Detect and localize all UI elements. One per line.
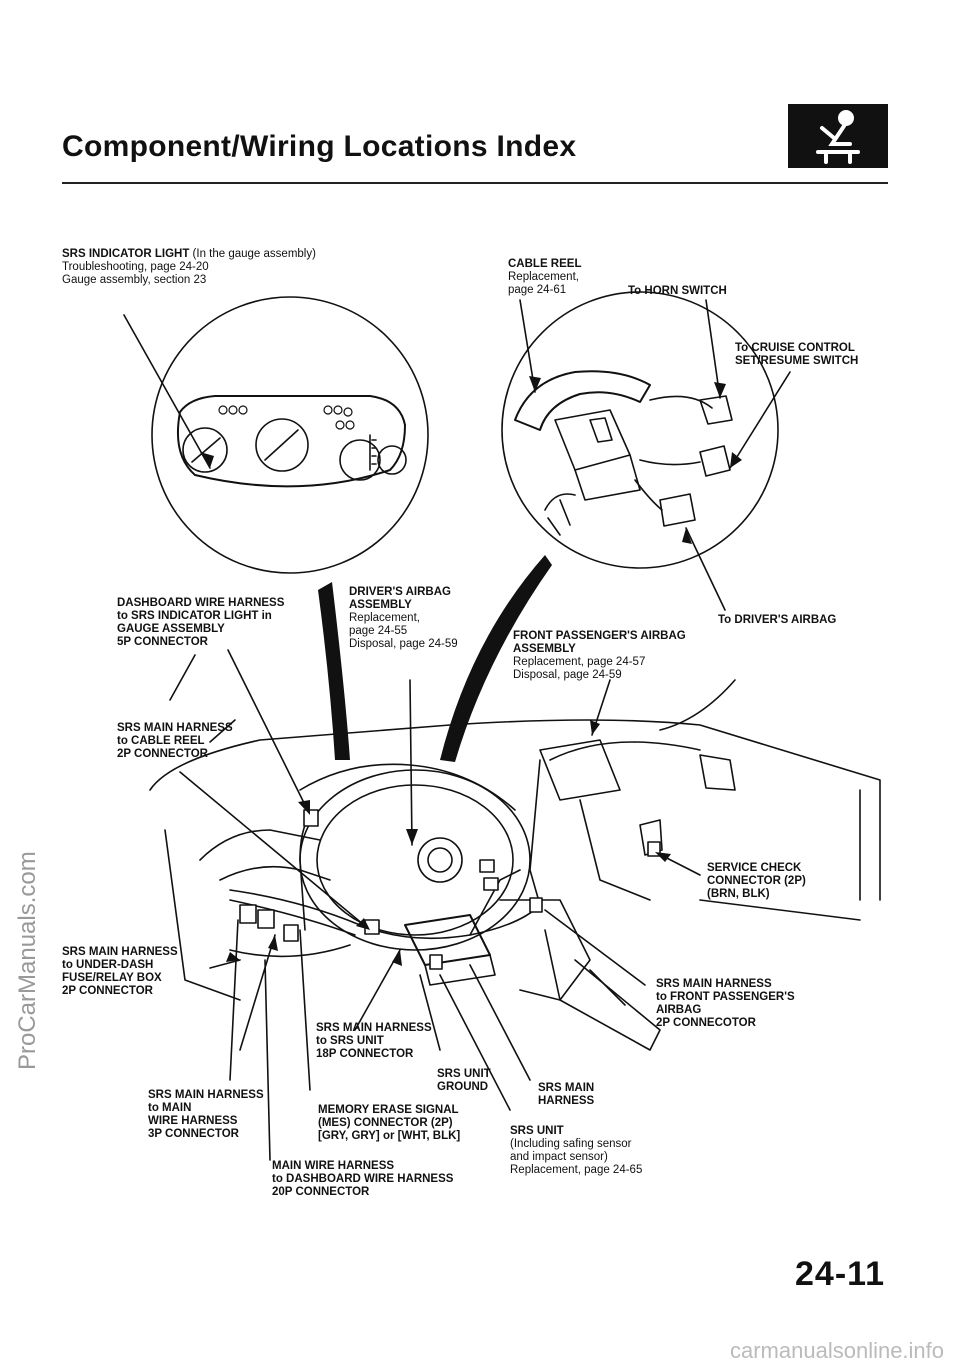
label-line: SRS MAIN HARNESS bbox=[62, 946, 178, 958]
label-line: To HORN SWITCH bbox=[628, 285, 727, 297]
label-line: SRS MAIN HARNESS bbox=[117, 722, 233, 734]
label-line: to SRS UNIT bbox=[316, 1035, 384, 1047]
label-srs-unit-18p: SRS MAIN HARNESS to SRS UNIT 18P CONNECT… bbox=[316, 1022, 432, 1061]
label-line: 2P CONNECTOR bbox=[117, 748, 208, 760]
label-line: Gauge assembly, section 23 bbox=[62, 274, 207, 286]
label-line: to DASHBOARD WIRE HARNESS bbox=[272, 1173, 454, 1185]
label-line: ASSEMBLY bbox=[349, 599, 412, 611]
label-cable-reel-connector: SRS MAIN HARNESS to CABLE REEL 2P CONNEC… bbox=[117, 722, 233, 761]
label-to-drivers-airbag: To DRIVER'S AIRBAG bbox=[718, 614, 836, 627]
title-rule bbox=[62, 182, 888, 184]
label-line: to FRONT PASSENGER'S bbox=[656, 991, 795, 1003]
page-title: Component/Wiring Locations Index bbox=[62, 130, 577, 163]
label-line: To DRIVER'S AIRBAG bbox=[718, 614, 837, 626]
label-line: GROUND bbox=[437, 1081, 489, 1093]
label-line: to MAIN bbox=[148, 1102, 192, 1114]
label-line: and impact sensor) bbox=[510, 1151, 608, 1163]
srs-logo-icon bbox=[788, 104, 888, 168]
label-line: Disposal, page 24-59 bbox=[513, 669, 622, 681]
label-line: page 24-61 bbox=[508, 284, 567, 296]
label-line: SRS UNIT bbox=[510, 1125, 564, 1137]
label-line: DASHBOARD WIRE HARNESS bbox=[117, 597, 285, 609]
label-line: FUSE/RELAY BOX bbox=[62, 972, 162, 984]
label-line: to UNDER-DASH bbox=[62, 959, 154, 971]
gauge-inset-circle bbox=[151, 296, 429, 574]
label-front-passenger-airbag: FRONT PASSENGER'S AIRBAG ASSEMBLY Replac… bbox=[513, 630, 686, 682]
label-drivers-airbag-assembly: DRIVER'S AIRBAG ASSEMBLY Replacement, pa… bbox=[349, 586, 458, 651]
label-line: GAUGE ASSEMBLY bbox=[117, 623, 225, 635]
label-srs-indicator-note: (In the gauge assembly) bbox=[189, 248, 316, 260]
label-line: to CABLE REEL bbox=[117, 735, 205, 747]
label-line: SET/RESUME SWITCH bbox=[735, 355, 859, 367]
label-line: to SRS INDICATOR LIGHT in bbox=[117, 610, 272, 622]
label-line: To CRUISE CONTROL bbox=[735, 342, 855, 354]
label-line: SERVICE CHECK bbox=[707, 862, 802, 874]
label-line: SRS MAIN HARNESS bbox=[316, 1022, 432, 1034]
label-srs-unit: SRS UNIT (Including safing sensor and im… bbox=[510, 1125, 642, 1177]
label-service-check: SERVICE CHECK CONNECTOR (2P) (BRN, BLK) bbox=[707, 862, 806, 901]
label-line: SRS MAIN HARNESS bbox=[656, 978, 772, 990]
label-line: Replacement, page 24-65 bbox=[510, 1164, 643, 1176]
label-srs-indicator: SRS INDICATOR LIGHT (In the gauge assemb… bbox=[62, 248, 316, 287]
label-line: HARNESS bbox=[538, 1095, 595, 1107]
label-dashboard-harness: DASHBOARD WIRE HARNESS to SRS INDICATOR … bbox=[117, 597, 284, 649]
label-line: MAIN WIRE HARNESS bbox=[272, 1160, 395, 1172]
label-line: (Including safing sensor bbox=[510, 1138, 632, 1150]
label-line: SRS MAIN HARNESS bbox=[148, 1089, 264, 1101]
label-main-wire-3p: SRS MAIN HARNESS to MAIN WIRE HARNESS 3P… bbox=[148, 1089, 264, 1141]
label-line: 3P CONNECTOR bbox=[148, 1128, 239, 1140]
label-line: [GRY, GRY] or [WHT, BLK] bbox=[318, 1130, 461, 1142]
label-line: page 24-55 bbox=[349, 625, 408, 637]
label-line: 2P CONNECOTOR bbox=[656, 1017, 756, 1029]
label-srs-main-harness: SRS MAIN HARNESS bbox=[538, 1082, 594, 1108]
label-line: Replacement, bbox=[349, 612, 420, 624]
footer-watermark: carmanualsonline.info bbox=[730, 1338, 945, 1363]
label-line: AIRBAG bbox=[656, 1004, 702, 1016]
label-line: 18P CONNECTOR bbox=[316, 1048, 414, 1060]
label-line: Disposal, page 24-59 bbox=[349, 638, 458, 650]
label-line: 20P CONNECTOR bbox=[272, 1186, 370, 1198]
label-mes-connector: MEMORY ERASE SIGNAL (MES) CONNECTOR (2P)… bbox=[318, 1104, 460, 1143]
label-cable-reel: CABLE REEL Replacement, page 24-61 bbox=[508, 258, 581, 297]
label-line: Replacement, bbox=[508, 271, 579, 283]
cable-reel-inset-circle bbox=[501, 291, 779, 569]
label-line: CONNECTOR (2P) bbox=[707, 875, 806, 887]
label-line: 2P CONNECTOR bbox=[62, 985, 153, 997]
label-line: (MES) CONNECTOR (2P) bbox=[318, 1117, 453, 1129]
label-line: MEMORY ERASE SIGNAL bbox=[318, 1104, 459, 1116]
label-line: ASSEMBLY bbox=[513, 643, 576, 655]
page-number: 24-11 bbox=[795, 1255, 886, 1293]
label-line: CABLE REEL bbox=[508, 258, 582, 270]
label-cruise-control: To CRUISE CONTROL SET/RESUME SWITCH bbox=[735, 342, 858, 368]
label-line: DRIVER'S AIRBAG bbox=[349, 586, 451, 598]
label-line: SRS UNIT bbox=[437, 1068, 491, 1080]
label-line: Troubleshooting, page 24-20 bbox=[62, 261, 209, 273]
label-horn-switch: To HORN SWITCH bbox=[628, 285, 727, 298]
label-line: SRS MAIN bbox=[538, 1082, 595, 1094]
label-line: FRONT PASSENGER'S AIRBAG bbox=[513, 630, 686, 642]
label-line: Replacement, page 24-57 bbox=[513, 656, 646, 668]
label-front-passenger-connector: SRS MAIN HARNESS to FRONT PASSENGER'S AI… bbox=[656, 978, 795, 1030]
label-srs-unit-ground: SRS UNIT GROUND bbox=[437, 1068, 491, 1094]
label-line: (BRN, BLK) bbox=[707, 888, 770, 900]
label-line: WIRE HARNESS bbox=[148, 1115, 238, 1127]
label-srs-indicator-title: SRS INDICATOR LIGHT bbox=[62, 248, 190, 260]
label-line: 5P CONNECTOR bbox=[117, 636, 208, 648]
label-under-dash: SRS MAIN HARNESS to UNDER-DASH FUSE/RELA… bbox=[62, 946, 178, 998]
label-main-wire-20p: MAIN WIRE HARNESS to DASHBOARD WIRE HARN… bbox=[272, 1160, 453, 1199]
